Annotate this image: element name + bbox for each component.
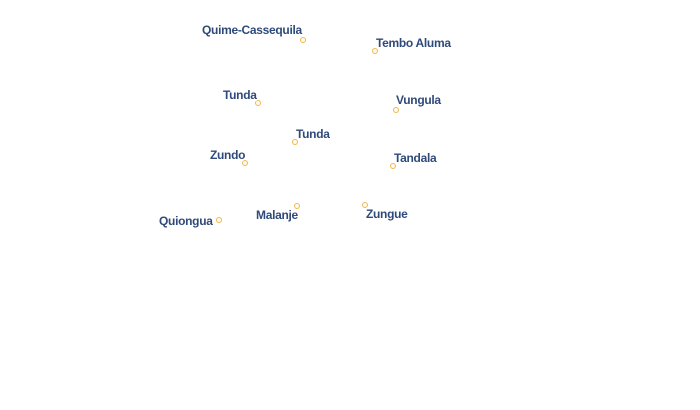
place-marker-quime-cassequila[interactable] <box>300 37 306 43</box>
place-label-tunda-north[interactable]: Tunda <box>223 88 257 102</box>
place-label-zundo[interactable]: Zundo <box>210 148 246 162</box>
place-marker-malanje[interactable] <box>294 203 300 209</box>
place-marker-tunda-central[interactable] <box>292 139 298 145</box>
place-label-vungula[interactable]: Vungula <box>396 93 441 107</box>
place-label-zungue[interactable]: Zungue <box>366 207 408 221</box>
place-label-quime-cassequila[interactable]: Quime-Cassequila <box>202 23 302 37</box>
place-marker-vungula[interactable] <box>393 107 399 113</box>
place-label-tunda-central[interactable]: Tunda <box>296 127 330 141</box>
place-marker-tandala[interactable] <box>390 163 396 169</box>
place-label-tandala[interactable]: Tandala <box>394 151 437 165</box>
place-label-quiongua[interactable]: Quiongua <box>159 214 213 228</box>
place-marker-zundo[interactable] <box>242 160 248 166</box>
place-marker-zungue[interactable] <box>362 202 368 208</box>
place-marker-tunda-north[interactable] <box>255 100 261 106</box>
place-marker-quiongua[interactable] <box>216 217 222 223</box>
place-label-tembo-aluma[interactable]: Tembo Aluma <box>376 36 451 50</box>
place-marker-tembo-aluma[interactable] <box>372 48 378 54</box>
place-label-malanje[interactable]: Malanje <box>256 208 298 222</box>
